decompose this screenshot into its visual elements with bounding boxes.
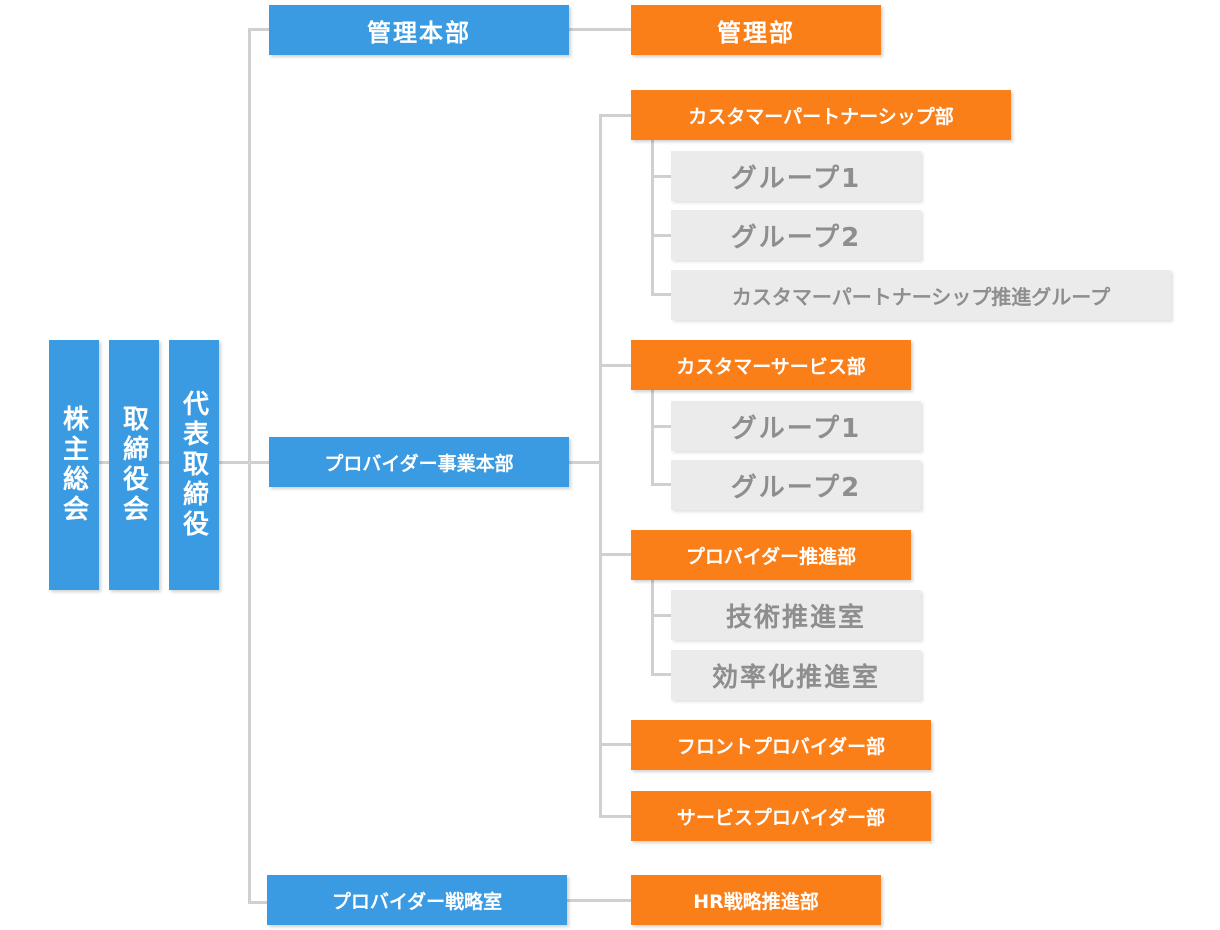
cs-group-1-box: グループ1 — [671, 401, 921, 451]
connector-pp-g1 — [651, 614, 671, 617]
connector-dept-sp — [599, 815, 631, 818]
representative-director-label: 代表取締役 — [178, 390, 209, 540]
connector-dept-fp — [599, 743, 631, 746]
connector-to-admin — [248, 28, 269, 31]
connector-cs-g1 — [651, 425, 671, 428]
provider-strategy-office-label: プロバイダー戦略室 — [331, 890, 503, 913]
cp-promotion-group-label: カスタマーパートナーシップ推進グループ — [731, 284, 1111, 309]
connector-hr-dept — [567, 899, 631, 902]
cp-promotion-group-box: カスタマーパートナーシップ推進グループ — [671, 270, 1171, 320]
admin-division-label: 管理本部 — [367, 18, 471, 47]
cs-group-1-label: グループ1 — [730, 413, 862, 444]
connector-admin-dept — [569, 28, 631, 31]
customer-service-dept-label: カスタマーサービス部 — [676, 355, 866, 378]
cp-group-2-box: グループ2 — [671, 210, 921, 260]
connector-to-strategy — [248, 901, 268, 904]
front-provider-dept-label: フロントプロバイダー部 — [676, 735, 886, 758]
admin-division-box: 管理本部 — [269, 5, 569, 55]
provider-business-division-label: プロバイダー事業本部 — [324, 452, 514, 475]
admin-dept-label: 管理部 — [717, 18, 795, 47]
cp-group-1-box: グループ1 — [671, 151, 921, 201]
provider-strategy-office-box: プロバイダー戦略室 — [267, 875, 567, 925]
connector-business-out — [569, 461, 601, 464]
shareholders-meeting-box: 株主総会 — [49, 340, 99, 590]
connector-cp-groups-vertical — [651, 140, 654, 296]
cp-group-2-label: グループ2 — [730, 222, 862, 253]
hr-strategy-dept-label: HR戦略推進部 — [693, 890, 819, 913]
connector-cp-g3 — [651, 293, 671, 296]
connector-cs-g2 — [651, 483, 671, 486]
cs-group-2-box: グループ2 — [671, 460, 921, 510]
provider-business-division-box: プロバイダー事業本部 — [269, 437, 569, 487]
tech-promotion-office-label: 技術推進室 — [725, 602, 866, 633]
board-of-directors-label: 取締役会 — [118, 405, 149, 525]
provider-promotion-dept-label: プロバイダー推進部 — [685, 545, 857, 568]
representative-director-box: 代表取締役 — [169, 340, 219, 590]
customer-partnership-dept-label: カスタマーパートナーシップ部 — [688, 105, 954, 128]
connector-dept-cp — [599, 114, 631, 117]
connector-pp-groups-vertical — [651, 580, 654, 676]
service-provider-dept-box: サービスプロバイダー部 — [631, 791, 931, 841]
cs-group-2-label: グループ2 — [730, 472, 862, 503]
provider-promotion-dept-box: プロバイダー推進部 — [631, 530, 911, 580]
connector-dept-vertical — [599, 114, 602, 818]
customer-service-dept-box: カスタマーサービス部 — [631, 340, 911, 390]
connector-cp-g1 — [651, 175, 671, 178]
cp-group-1-label: グループ1 — [730, 163, 862, 194]
connector-dept-pp — [599, 553, 631, 556]
connector-dept-cs — [599, 364, 631, 367]
board-of-directors-box: 取締役会 — [109, 340, 159, 590]
tech-promotion-office-box: 技術推進室 — [671, 590, 921, 640]
service-provider-dept-label: サービスプロバイダー部 — [676, 806, 886, 829]
admin-dept-box: 管理部 — [631, 5, 881, 55]
front-provider-dept-box: フロントプロバイダー部 — [631, 720, 931, 770]
connector-cp-g2 — [651, 234, 671, 237]
efficiency-promotion-office-label: 効率化推進室 — [711, 662, 880, 693]
efficiency-promotion-office-box: 効率化推進室 — [671, 650, 921, 700]
connector-trunk-vertical — [248, 28, 251, 904]
customer-partnership-dept-box: カスタマーパートナーシップ部 — [631, 90, 1011, 140]
connector-cs-groups-vertical — [651, 390, 654, 486]
shareholders-meeting-label: 株主総会 — [58, 405, 89, 525]
connector-pp-g2 — [651, 673, 671, 676]
hr-strategy-dept-box: HR戦略推進部 — [631, 875, 881, 925]
